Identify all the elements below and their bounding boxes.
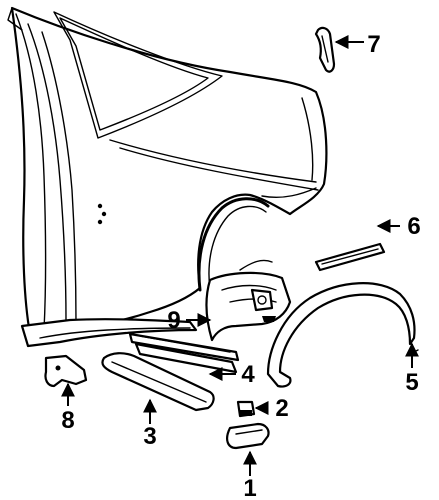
callout-4: 4 [241,361,255,388]
part-3-rocker-molding [101,352,215,412]
hole-2 [101,211,107,217]
callouts: 1 2 3 4 5 6 7 8 9 [61,31,420,500]
part-6-molding [314,242,386,272]
callout-8: 8 [61,407,74,434]
callout-6: 6 [407,213,420,240]
callout-5: 5 [405,369,418,396]
callout-2: 2 [275,395,288,422]
leader-lines [61,35,419,476]
callout-1: 1 [243,475,256,500]
part-9-mud-flap [205,271,292,342]
callout-3: 3 [143,423,156,450]
hole-3 [97,219,103,225]
quarter-panel [7,6,328,348]
part-4-lower-garnish [128,332,240,374]
hole-1 [97,203,103,209]
part-5-wheel-molding [266,282,419,388]
part-2-clip [236,400,256,418]
bracket-hole [55,365,61,371]
part-7-pillar-trim [314,26,336,73]
callout-7: 7 [367,31,380,58]
part-1-side-marker [226,422,270,450]
flap-bolt [257,295,267,305]
part-8-bracket [44,354,88,388]
callout-9: 9 [167,307,180,334]
